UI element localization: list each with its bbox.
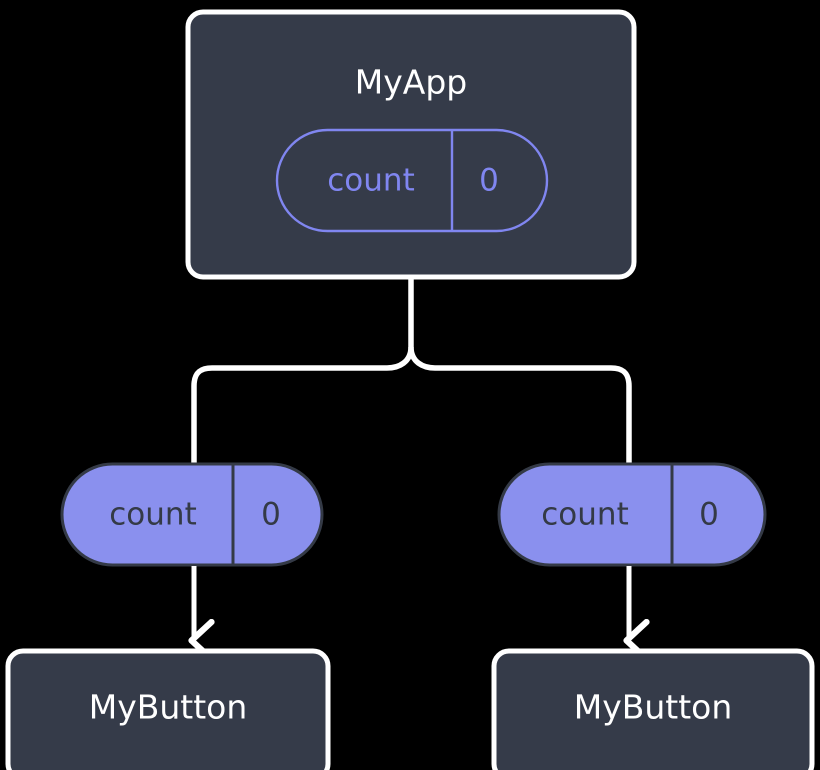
- state-pill-left-value: 0: [261, 497, 281, 533]
- node-myapp[interactable]: MyApp: [185, 9, 637, 280]
- state-pill-left-name: count: [109, 497, 196, 533]
- connector-group: [191, 277, 632, 515]
- state-pill-right-name: count: [541, 497, 628, 533]
- node-mybutton-left-label: MyButton: [89, 688, 248, 727]
- state-pill-root-value: 0: [479, 163, 499, 199]
- node-myapp-label: MyApp: [355, 63, 467, 102]
- state-pill-right[interactable]: count 0: [497, 462, 767, 567]
- state-pill-root-body: [275, 128, 549, 233]
- state-pill-right-value: 0: [699, 497, 719, 533]
- state-pill-right-body: [497, 462, 767, 567]
- connector-branch-left: [191, 346, 414, 515]
- arrow-group: [194, 566, 629, 640]
- connector-branch-right: [408, 346, 632, 515]
- node-mybutton-right-box: [491, 648, 815, 770]
- node-mybutton-right[interactable]: MyButton: [491, 648, 815, 770]
- node-mybutton-right-label: MyButton: [574, 688, 733, 727]
- state-pill-root-name: count: [327, 163, 414, 199]
- node-mybutton-left[interactable]: MyButton: [5, 648, 331, 770]
- state-pill-left-body: [60, 462, 324, 567]
- state-pill-root[interactable]: count 0: [275, 128, 549, 233]
- node-mybutton-left-box: [5, 648, 331, 770]
- node-myapp-box: [185, 9, 637, 280]
- state-pill-left[interactable]: count 0: [60, 462, 324, 567]
